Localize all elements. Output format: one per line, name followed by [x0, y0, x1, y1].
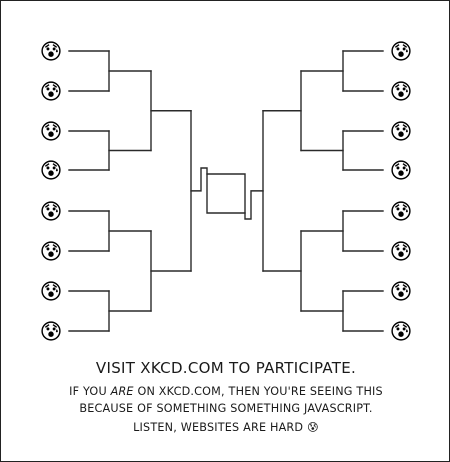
- entrant-right-1-icon: 😰: [390, 40, 413, 65]
- entrant-left-3-icon: 😰: [40, 120, 63, 145]
- explanation-line-3-text: LISTEN, WEBSITES ARE HARD: [133, 421, 304, 434]
- final-link-left: [190, 167, 208, 192]
- explanation-line-2: BECAUSE OF SOMETHING SOMETHING JAVASCRIP…: [79, 402, 373, 415]
- entrant-right-2-icon: 😰: [390, 80, 413, 105]
- entrant-left-8-icon: 😰: [40, 320, 63, 345]
- explanation-line-1-emphasis: ARE: [110, 385, 134, 398]
- entrant-left-6-icon: 😰: [40, 240, 63, 265]
- entrant-right-8-icon: 😰: [390, 320, 413, 345]
- explanation-line-3: LISTEN, WEBSITES ARE HARD 😰: [1, 421, 449, 434]
- entrant-left-5-icon: 😰: [40, 200, 63, 225]
- final-box: [206, 173, 246, 214]
- final-link-right: [244, 190, 264, 220]
- entrant-right-6-icon: 😰: [390, 240, 413, 265]
- entrant-right-4-icon: 😰: [390, 159, 413, 184]
- entrant-left-7-icon: 😰: [40, 280, 63, 305]
- entrant-left-4-icon: 😰: [40, 159, 63, 184]
- explanation-line-1-end: ON XKCD.COM, THEN YOU'RE SEEING THIS: [133, 385, 383, 398]
- entrant-left-1-icon: 😰: [40, 40, 63, 65]
- entrant-right-5-icon: 😰: [390, 200, 413, 225]
- entrant-right-3-icon: 😰: [390, 120, 413, 145]
- participate-caption: VISIT XKCD.COM TO PARTICIPATE.: [95, 359, 357, 377]
- anxious-face-icon: 😰: [306, 421, 319, 434]
- entrant-left-2-icon: 😰: [40, 80, 63, 105]
- explanation-line-1-start: IF YOU: [69, 385, 111, 398]
- entrant-right-7-icon: 😰: [390, 280, 413, 305]
- explanation-line-1: IF YOU ARE ON XKCD.COM, THEN YOU'RE SEEI…: [1, 385, 449, 398]
